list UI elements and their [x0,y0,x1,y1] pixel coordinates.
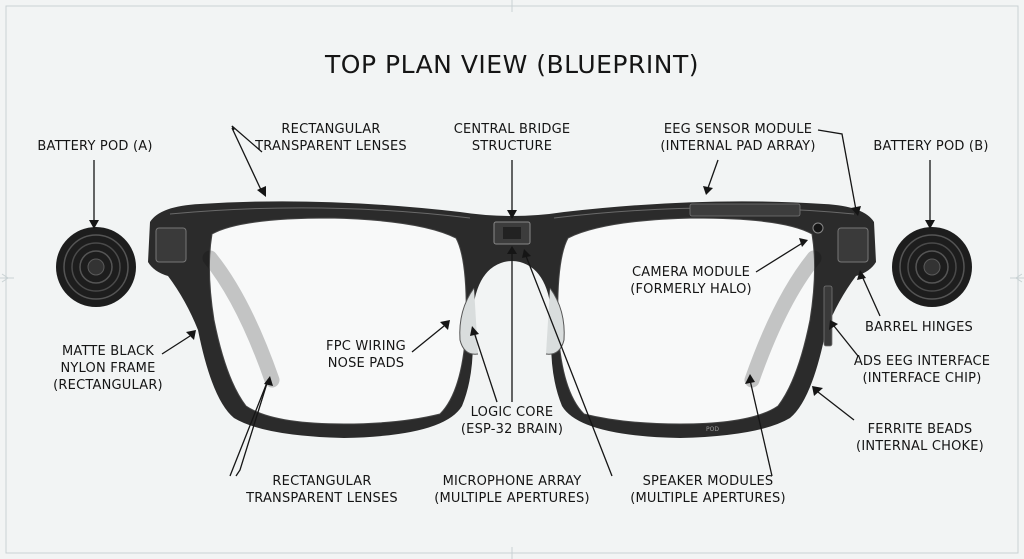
battery-pod-b [892,227,972,307]
label-camera-module: CAMERA MODULE (FORMERLY HALO) [630,265,752,297]
label-eeg-sensor-module: EEG SENSOR MODULE (INTERNAL PAD ARRAY) [660,122,816,154]
label-ads-eeg-interface: ADS EEG INTERFACE (INTERFACE CHIP) [853,354,991,386]
battery-pod-a [56,227,136,307]
label-battery-pod-a: BATTERY POD (A) [37,139,153,154]
label-speaker-modules: SPEAKER MODULES (MULTIPLE APERTURES) [630,474,786,506]
leader-lines [93,125,931,477]
frame-print: POD [706,426,719,433]
page-title: TOP PLAN VIEW (BLUEPRINT) [325,50,699,79]
label-battery-pod-b: BATTERY POD (B) [873,139,989,154]
label-lenses-top: RECTANGULAR TRANSPARENT LENSES [255,122,407,154]
label-ferrite-beads: FERRITE BEADS (INTERNAL CHOKE) [856,422,984,454]
label-barrel-hinges: BARREL HINGES [865,320,973,335]
label-fpc-wiring: FPC WIRING NOSE PADS [326,339,406,371]
label-central-bridge: CENTRAL BRIDGE STRUCTURE [453,122,571,154]
label-microphone-array: MICROPHONE ARRAY (MULTIPLE APERTURES) [434,474,590,506]
label-frame: MATTE BLACK NYLON FRAME (RECTANGULAR) [53,344,163,393]
label-logic-core: LOGIC CORE (ESP-32 BRAIN) [460,405,564,437]
leader-arrowheads [89,186,935,396]
label-lenses-bottom: RECTANGULAR TRANSPARENT LENSES [246,474,398,506]
